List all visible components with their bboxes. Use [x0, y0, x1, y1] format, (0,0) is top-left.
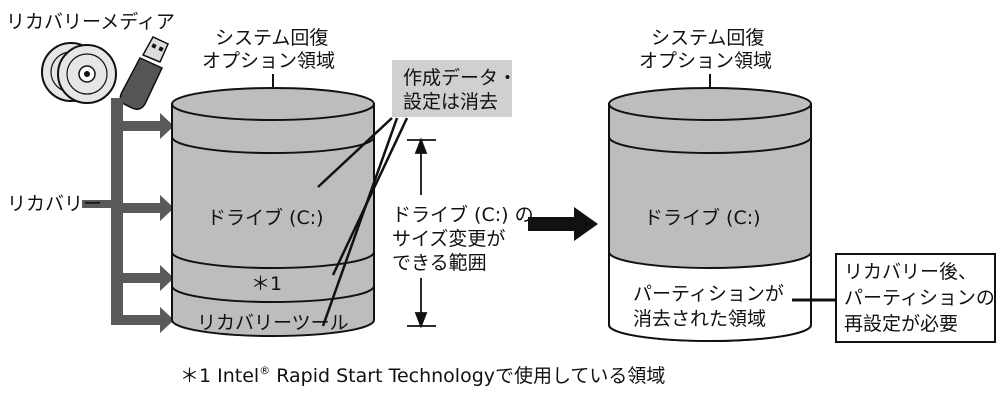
- left-partition-line-3: [171, 285, 375, 303]
- resize-note-line1: ドライブ (C:) の: [392, 203, 534, 226]
- resize-note-line3: できる範囲: [392, 252, 487, 274]
- cd-disc-icon: [41, 42, 117, 104]
- repartition-note-line2: パーティションの: [844, 287, 995, 309]
- right-drive-cylinder: [608, 87, 812, 342]
- footnote: ＊1 Intel® Rapid Start Technologyで使用している領…: [180, 364, 665, 387]
- callout-box: [392, 60, 512, 117]
- recovery-tool-label: リカバリーツール: [197, 312, 349, 334]
- recovery-arrows: [82, 98, 174, 333]
- recovery-label: リカバリー: [7, 193, 102, 215]
- repartition-note-box: [835, 253, 996, 343]
- right-drive-label: ドライブ (C:): [644, 206, 761, 229]
- callout-line2: 設定は消去: [403, 91, 498, 113]
- footnote-rest: Rapid Start Technologyで使用している領域: [270, 365, 665, 387]
- repartition-note-line1: リカバリー後、: [844, 261, 977, 283]
- right-partition-line-1: [608, 136, 812, 154]
- right-system-recovery-line2: オプション領域: [639, 50, 772, 72]
- erased-area-line2: 消去された領域: [633, 308, 766, 330]
- callout-pointers: [317, 117, 409, 327]
- resize-range-bracket: [407, 137, 436, 329]
- transition-arrow: [528, 207, 598, 241]
- left-partition-line-2: [171, 251, 375, 269]
- recovery-media-label: リカバリーメディア: [6, 11, 175, 33]
- right-partition-line-2: [608, 251, 812, 269]
- resize-note-line2: サイズ変更が: [392, 228, 505, 250]
- footnote-prefix: ＊1 Intel: [180, 365, 259, 387]
- callout-line1: 作成データ・: [403, 67, 517, 89]
- left-drive-cylinder: [171, 87, 375, 337]
- repartition-note-line3: 再設定が必要: [844, 313, 958, 335]
- usb-stick-icon: [119, 36, 169, 111]
- rst-partition-label: ＊1: [251, 273, 282, 295]
- left-system-recovery-line1: システム回復: [215, 27, 328, 49]
- erased-area-line1: パーティションが: [633, 283, 784, 305]
- registered-mark: ®: [259, 364, 270, 377]
- right-system-recovery-line1: システム回復: [651, 27, 764, 49]
- left-drive-label: ドライブ (C:): [207, 206, 324, 229]
- left-system-recovery-line2: オプション領域: [202, 50, 335, 72]
